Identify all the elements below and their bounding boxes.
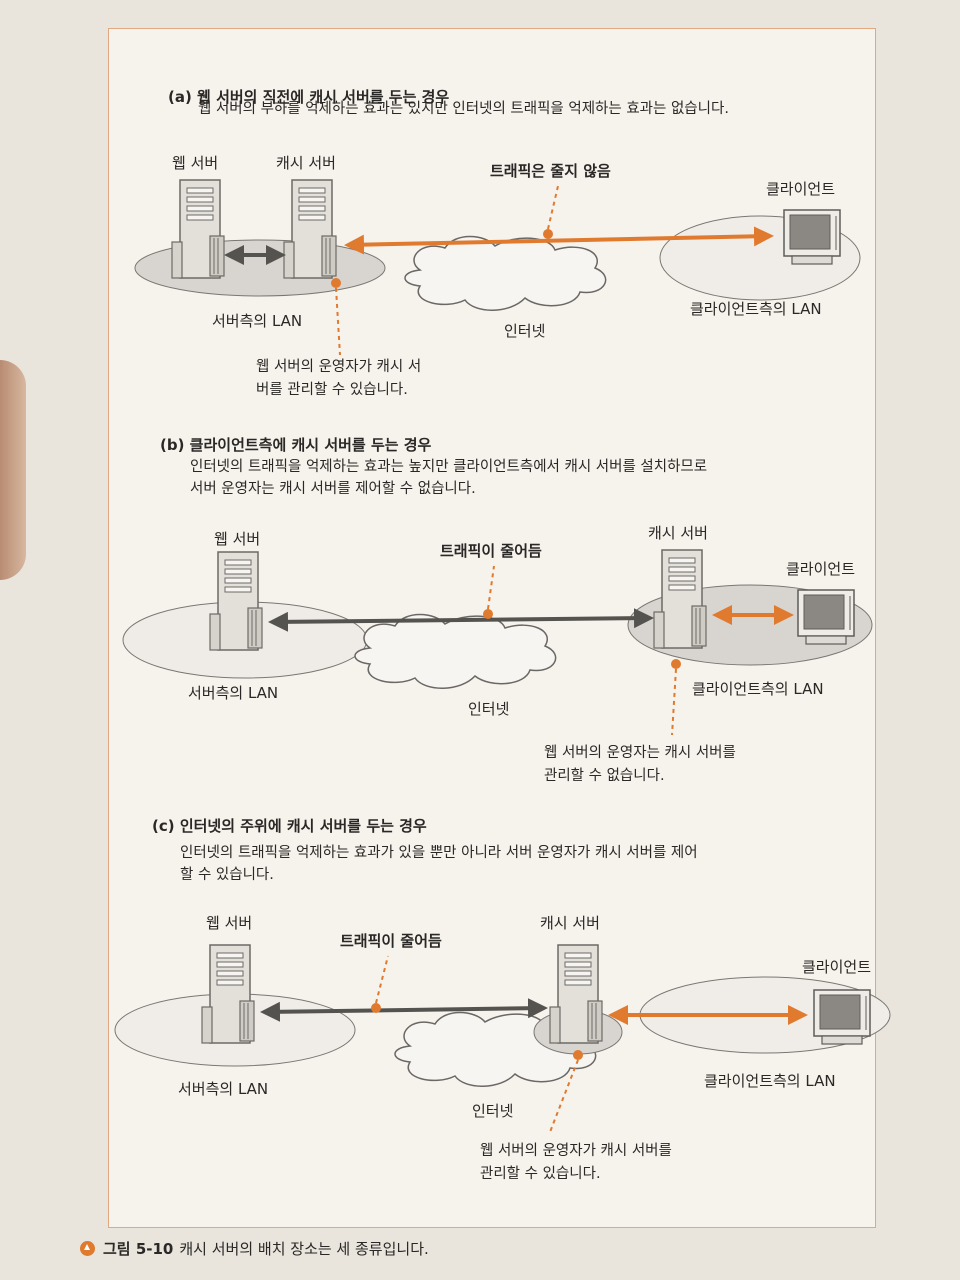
traffic-leader-c	[375, 955, 389, 1004]
section-b-description: 인터넷의 트래픽을 억제하는 효과는 높지만 클라이언트측에서 캐시 서버를 설…	[190, 459, 708, 497]
web-server-icon-c	[201, 944, 255, 1044]
arrow-web-cache-c	[260, 998, 548, 1022]
client-lan-label-c: 클라이언트측의 LAN	[704, 1072, 836, 1090]
cache-server-label-c: 캐시 서버	[540, 914, 600, 932]
traffic-label-a: 트래픽은 줄지 않음	[490, 162, 611, 180]
internet-cloud-a	[404, 235, 607, 312]
client-label-c: 클라이언트	[802, 958, 872, 976]
note-leader-c	[549, 1059, 579, 1133]
client-label-a: 클라이언트	[766, 180, 836, 198]
note-dot-b	[671, 659, 681, 669]
caption-number: 그림 5-10	[103, 1240, 174, 1258]
internet-label-c: 인터넷	[472, 1102, 514, 1120]
caption-triangle-icon	[80, 1241, 95, 1256]
section-b-heading: (b) 클라이언트측에 캐시 서버를 두는 경우	[160, 436, 432, 454]
note-leader-b	[671, 668, 677, 736]
note-dot-a	[331, 278, 341, 288]
cache-server-icon-b	[653, 549, 707, 649]
figure-caption: 그림 5-10 캐시 서버의 배치 장소는 세 종류입니다.	[80, 1238, 429, 1259]
finger-edge	[0, 360, 26, 580]
traffic-label-c: 트래픽이 줄어듬	[340, 932, 442, 950]
traffic-label-b: 트래픽이 줄어듬	[440, 542, 542, 560]
note-a: 웹 서버의 운영자가 캐시 서 버를 관리할 수 있습니다.	[256, 359, 422, 398]
traffic-leader-b	[487, 565, 495, 610]
note-dot-c	[573, 1050, 583, 1060]
traffic-leader-a	[547, 185, 559, 230]
server-lan-label-c: 서버측의 LAN	[178, 1080, 269, 1098]
traffic-dot-a	[543, 229, 553, 239]
cache-server-label-a: 캐시 서버	[276, 154, 336, 172]
internet-label-a: 인터넷	[504, 322, 546, 340]
web-server-label-b: 웹 서버	[214, 530, 261, 548]
client-pc-icon-a	[783, 209, 841, 265]
client-pc-icon-b	[797, 589, 855, 645]
section-c-description: 인터넷의 트래픽을 억제하는 효과가 있을 뿐만 아니라 서버 운영자가 캐시 …	[180, 845, 698, 883]
web-server-label-a: 웹 서버	[172, 154, 219, 172]
web-server-icon-a	[171, 179, 225, 279]
internet-label-b: 인터넷	[468, 700, 510, 718]
note-leader-a	[335, 287, 341, 356]
client-lan-label-a: 클라이언트측의 LAN	[690, 300, 822, 318]
server-lan-label-b: 서버측의 LAN	[188, 684, 279, 702]
caption-text: 캐시 서버의 배치 장소는 세 종류입니다.	[179, 1240, 429, 1258]
arrow-web-cache-b	[268, 608, 654, 632]
traffic-dot-c	[371, 1003, 381, 1013]
cache-server-icon-c	[549, 944, 603, 1044]
section-c-heading: (c) 인터넷의 주위에 캐시 서버를 두는 경우	[152, 817, 427, 835]
web-server-icon-b	[209, 551, 263, 651]
traffic-dot-b	[483, 609, 493, 619]
cache-server-label-b: 캐시 서버	[648, 524, 708, 542]
section-a-description: 웹 서버의 부하를 억제하는 효과는 있지만 인터넷의 트래픽을 억제하는 효과…	[198, 101, 729, 117]
client-pc-icon-c	[813, 989, 871, 1045]
diagram-b	[122, 549, 873, 736]
client-label-b: 클라이언트	[786, 560, 856, 578]
note-b: 웹 서버의 운영자는 캐시 서버를 관리할 수 없습니다.	[544, 745, 736, 784]
diagram-a	[134, 179, 861, 356]
internet-cloud-b	[354, 613, 557, 690]
web-server-label-c: 웹 서버	[206, 914, 253, 932]
diagram-c	[114, 944, 891, 1133]
client-lan-label-b: 클라이언트측의 LAN	[692, 680, 824, 698]
section-a-heading: (a) 웹 서버의 직전에 캐시 서버를 두는 경우	[168, 88, 450, 106]
cache-server-icon-a	[283, 179, 337, 279]
note-c: 웹 서버의 운영자가 캐시 서버를 관리할 수 있습니다.	[480, 1143, 672, 1182]
arrow-cache-client-a	[344, 226, 774, 255]
server-lan-label-a: 서버측의 LAN	[212, 312, 303, 330]
